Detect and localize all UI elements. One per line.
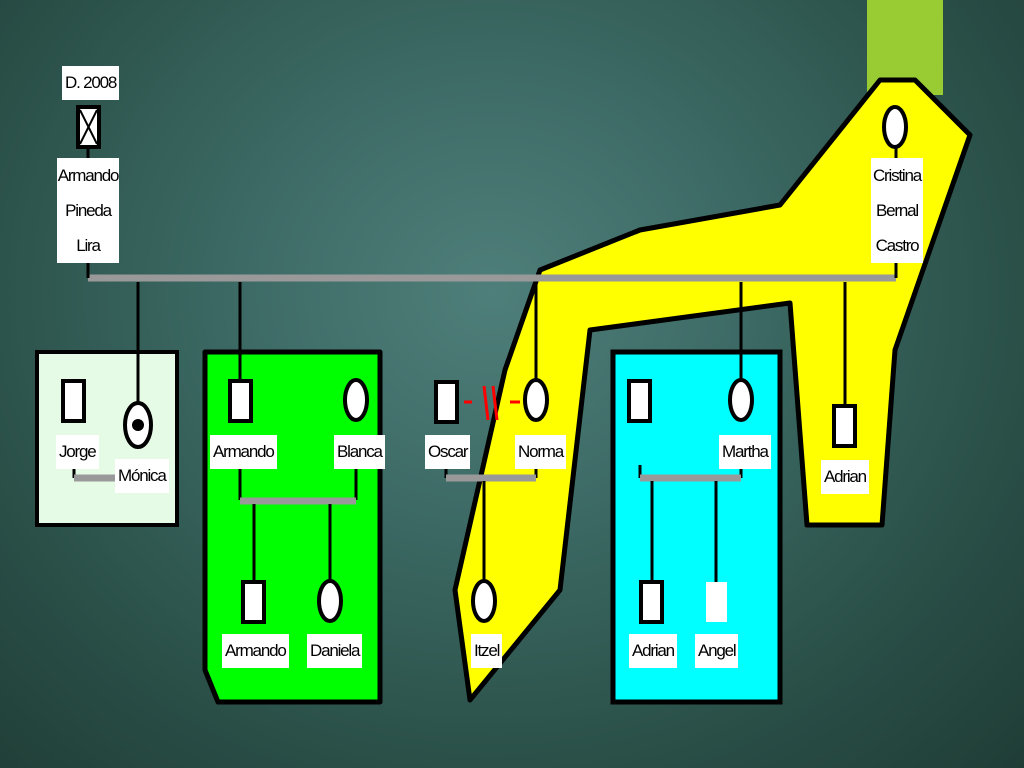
cristina-female-symbol (882, 105, 908, 149)
norma-label: Norma (515, 435, 567, 469)
name-first: Armando (57, 166, 120, 185)
cristina-bernal-castro-label: Cristina Bernal Castro (871, 158, 923, 263)
oscar-male-symbol (434, 380, 459, 424)
martha-label: Martha (719, 435, 771, 469)
monica-index-dot (132, 419, 144, 431)
adrian-grandson-male-symbol (639, 580, 664, 624)
adrian-grandson-label: Adrian (629, 634, 677, 668)
adrian-son-male-symbol (832, 404, 857, 448)
daniela-label: Daniela (307, 634, 363, 668)
deceased-date-label: D. 2008 (62, 66, 120, 100)
armando-grandson-male-symbol (241, 580, 266, 624)
divorce-slash-1 (482, 385, 490, 421)
adrian-son-label: Adrian (821, 460, 869, 494)
martha-partner-male-symbol (627, 379, 652, 423)
oscar-label: Oscar (425, 435, 471, 469)
jorge-male-symbol (61, 379, 86, 423)
divorce-slash-2 (491, 385, 499, 421)
name-paternal: Pineda (65, 201, 112, 220)
blanca-label: Blanca (334, 435, 385, 469)
armando-pineda-lira-label: Armando Pineda Lira (57, 158, 119, 263)
armando-son-male-symbol (228, 379, 253, 423)
jorge-label: Jorge (56, 435, 99, 469)
monica-label: Mónica (115, 459, 169, 493)
name-maternal: Lira (76, 236, 101, 255)
norma-female-symbol (523, 378, 549, 422)
armando-son-label: Armando (210, 435, 277, 469)
angel-label: Angel (695, 634, 739, 668)
daniela-female-symbol (317, 579, 343, 623)
martha-female-symbol (728, 378, 754, 422)
itzel-female-symbol (471, 579, 497, 623)
deceased-cross-2 (79, 109, 98, 145)
itzel-label: Itzel (471, 634, 503, 668)
name-paternal: Bernal (876, 201, 919, 220)
name-maternal: Castro (875, 236, 920, 255)
yellow-region (452, 77, 973, 703)
angel-unknown-symbol (706, 582, 727, 622)
blanca-female-symbol (343, 378, 369, 422)
armando-grandson-label: Armando (222, 634, 289, 668)
name-first: Cristina (872, 166, 922, 185)
